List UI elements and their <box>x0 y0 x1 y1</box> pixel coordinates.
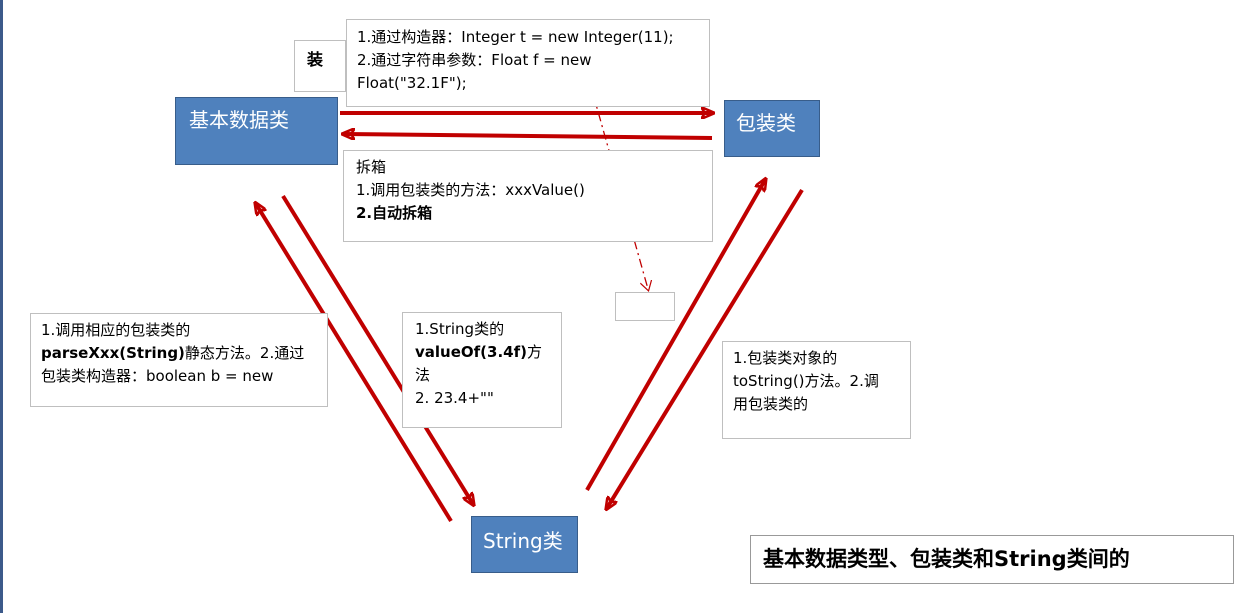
primitive-to-string-line-1: 1.String类的 <box>415 320 505 338</box>
node-wrapper-label: 包装类 <box>736 111 796 135</box>
boxing-label-box: 装 <box>294 40 346 92</box>
wrapper-to-string-line-1: 1.包装类对象的 <box>733 349 838 367</box>
wrapper-to-string-arrow <box>607 188 804 508</box>
node-string: String类 <box>471 516 578 573</box>
unboxing-line-1: 1.调用包装类的方法：xxxValue() <box>356 181 585 199</box>
unboxing-arrow <box>344 134 713 138</box>
left-edge-rule <box>0 0 3 613</box>
string-to-primitive-line-2-rest: 静态方法。2.通过 <box>184 344 305 362</box>
boxing-line-2: 2.通过字符串参数：Float f = new <box>357 51 592 69</box>
wrapper-to-string-note: 1.包装类对象的 toString()方法。2.调 用包装类的 <box>722 341 911 439</box>
boxing-line-1: 1.通过构造器：Integer t = new Integer(11); <box>357 28 674 46</box>
primitive-to-string-arrow <box>281 194 473 504</box>
primitive-to-string-note: 1.String类的 valueOf(3.4f)方 法 2. 23.4+"" <box>402 312 562 428</box>
primitive-to-string-line-3: 法 <box>415 366 431 384</box>
primitive-to-string-line-4: 2. 23.4+"" <box>415 389 494 407</box>
unboxing-title: 拆箱 <box>356 158 387 176</box>
unboxing-note: 拆箱 1.调用包装类的方法：xxxValue() 2.自动拆箱 <box>343 150 713 242</box>
node-primitive: 基本数据类 <box>175 97 338 165</box>
empty-box <box>615 292 675 321</box>
wrapper-to-string-line-3: 用包装类的 <box>733 395 809 413</box>
diagram-caption: 基本数据类型、包装类和String类间的 <box>750 535 1234 584</box>
dashdot-pointer-arrow <box>587 75 648 289</box>
string-to-primitive-line-1: 1.调用相应的包装类的 <box>41 321 191 339</box>
primitive-to-string-line-2-rest: 方 <box>526 343 542 361</box>
string-to-primitive-arrow <box>256 204 453 523</box>
wrapper-to-string-line-2: toString()方法。2.调 <box>733 372 879 390</box>
parse-method-name: parseXxx(String) <box>41 344 185 362</box>
primitive-to-string-line-2: valueOf(3.4f)方 <box>415 341 549 364</box>
diagram-caption-text: 基本数据类型、包装类和String类间的 <box>763 547 1130 571</box>
boxing-note: 1.通过构造器：Integer t = new Integer(11); 2.通… <box>346 19 710 107</box>
unboxing-line-2: 2.自动拆箱 <box>356 204 433 222</box>
boxing-label: 装 <box>307 50 324 69</box>
string-to-wrapper-arrow <box>585 180 765 491</box>
boxing-line-3: Float("32.1F"); <box>357 74 467 92</box>
string-to-primitive-line-2: parseXxx(String)静态方法。2.通过 <box>41 342 317 365</box>
valueof-method-name: valueOf(3.4f) <box>415 343 527 361</box>
node-wrapper: 包装类 <box>724 100 820 157</box>
node-string-label: String类 <box>483 529 563 553</box>
node-primitive-label: 基本数据类 <box>189 108 289 132</box>
string-to-primitive-note: 1.调用相应的包装类的 parseXxx(String)静态方法。2.通过 包装… <box>30 313 328 407</box>
string-to-primitive-line-3: 包装类构造器：boolean b = new <box>41 367 274 385</box>
